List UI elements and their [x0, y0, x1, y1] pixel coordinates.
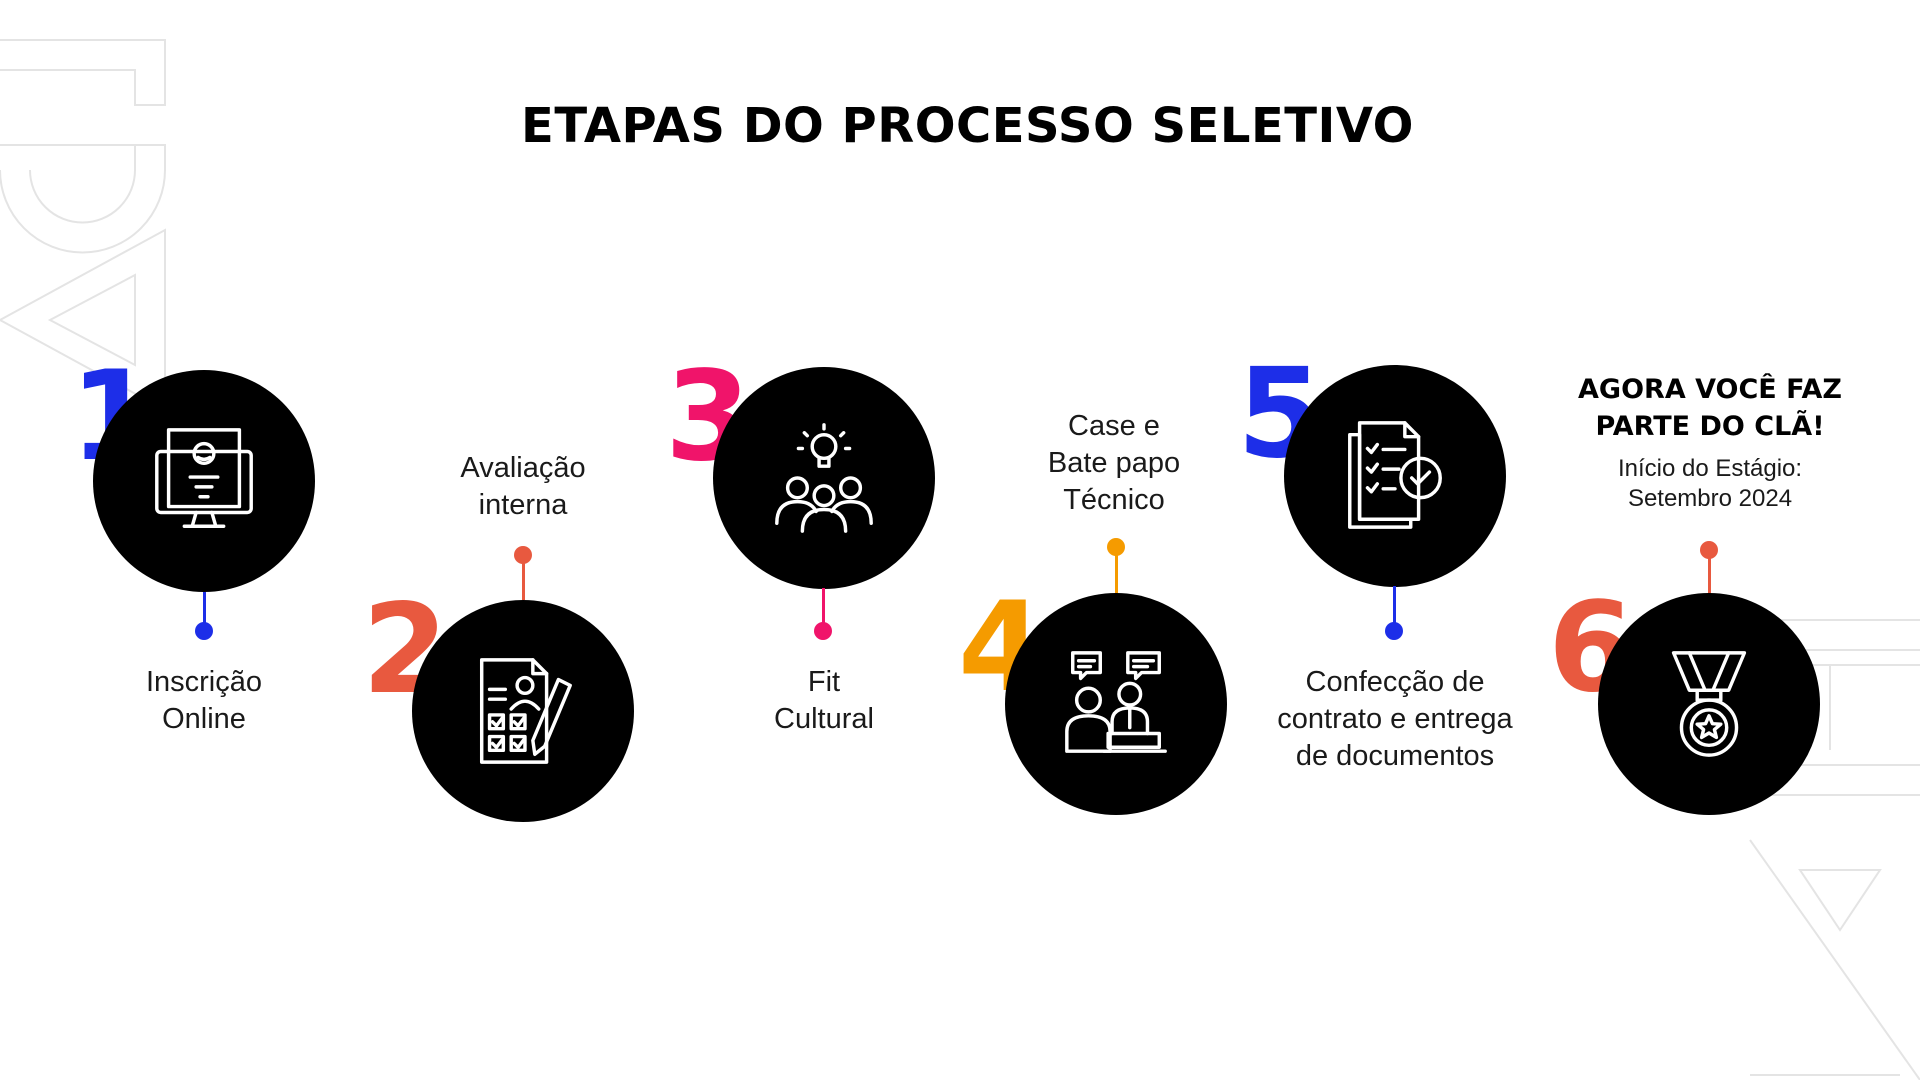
step-connector-dot: [195, 622, 213, 640]
step-label: Fit Cultural: [774, 666, 874, 735]
team-idea-icon: [775, 423, 873, 533]
document-check-icon: [1348, 421, 1442, 529]
monitor-profile-icon: [155, 428, 253, 528]
internship-start-text: Início do Estágio: Setembro 2024: [1617, 455, 1803, 512]
checklist-form-icon: [479, 658, 572, 764]
step-label: Confecção de contrato e entrega de docum…: [1277, 666, 1513, 772]
step-circle: [1284, 365, 1506, 587]
step-circle: [1005, 593, 1227, 815]
medal-star-icon: [1671, 651, 1747, 757]
step-circle: [412, 600, 634, 822]
step-label: Case e Bate papo Técnico: [1047, 410, 1181, 516]
final-heading: AGORA VOCÊ FAZ PARTE DO CLÃ!: [1578, 374, 1842, 442]
step-connector-dot: [1700, 541, 1718, 559]
step-circle: [93, 370, 315, 592]
conversation-icon: [1065, 651, 1167, 753]
step-connector-dot: [814, 622, 832, 640]
step-circle: [713, 367, 935, 589]
step-connector-dot: [1385, 622, 1403, 640]
step-label: Inscrição Online: [145, 666, 263, 735]
step-connector-dot: [1107, 538, 1125, 556]
step-connector-dot: [514, 546, 532, 564]
step-label: Avaliação interna: [460, 452, 586, 521]
step-circle: [1598, 593, 1820, 815]
page-title: ETAPAS DO PROCESSO SELETIVO: [521, 98, 1414, 154]
